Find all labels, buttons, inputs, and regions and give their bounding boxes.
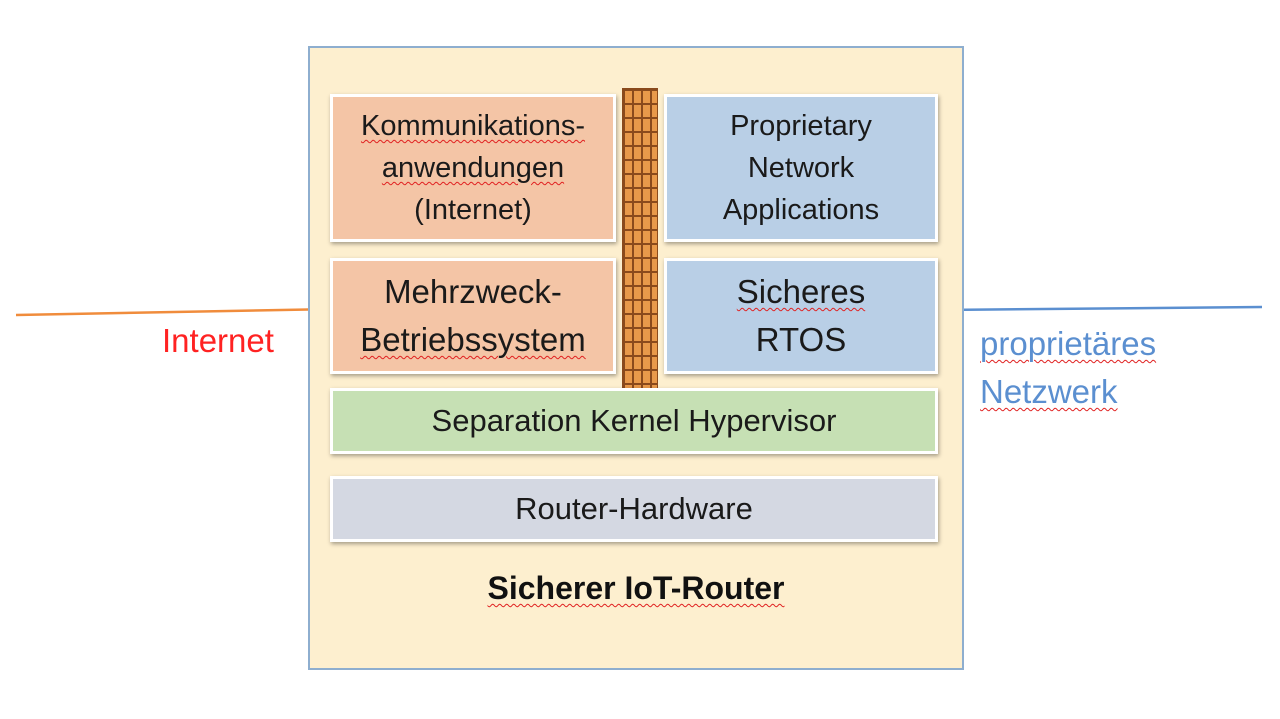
proprietary-apps-line-3: Applications — [722, 194, 880, 227]
hardware-box: Router-Hardware — [330, 476, 938, 542]
hypervisor-box: Separation Kernel Hypervisor — [330, 388, 938, 454]
proprietary-apps-line-2: Network — [747, 151, 855, 184]
router-caption: Sicherer IoT-Router — [308, 570, 964, 607]
proprietary-apps-line-1: Proprietary — [730, 109, 872, 142]
proprietary-network-label: proprietäres Netzwerk — [980, 320, 1156, 416]
proprietary-network-label-line-1: proprietäres — [980, 325, 1157, 362]
secure-rtos-line-2: RTOS — [755, 321, 847, 358]
proprietary-apps-box: Proprietary Network Applications — [664, 94, 938, 242]
general-os-box: Mehrzweck- Betriebssystem — [330, 258, 616, 374]
communication-apps-box: Kommunikations- anwendungen (Internet) — [330, 94, 616, 242]
secure-rtos-line-1: Sicheres — [736, 273, 866, 311]
general-os-line-1: Mehrzweck- — [384, 273, 562, 311]
internet-line — [15, 307, 337, 317]
hypervisor-label: Separation Kernel Hypervisor — [431, 402, 837, 438]
communication-apps-line-3: (Internet) — [414, 194, 532, 227]
internet-label: Internet — [162, 322, 274, 359]
router-caption-text: Sicherer IoT-Router — [487, 570, 785, 606]
secure-rtos-box: Sicheres RTOS — [664, 258, 938, 374]
hardware-label: Router-Hardware — [515, 490, 753, 526]
proprietary-network-line — [939, 305, 1263, 312]
proprietary-network-label-line-2: Netzwerk — [980, 372, 1118, 410]
brick-wall-icon — [622, 88, 658, 390]
general-os-line-2: Betriebssystem — [360, 321, 586, 358]
communication-apps-line-1: Kommunikations- — [360, 109, 586, 142]
communication-apps-line-2: anwendungen — [381, 151, 565, 184]
